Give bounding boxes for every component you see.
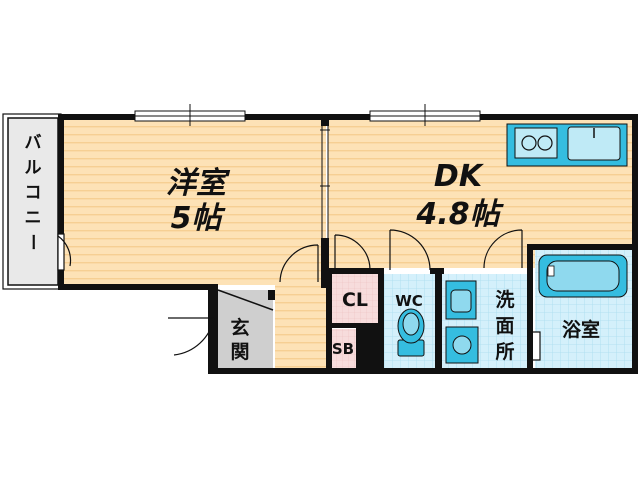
- western-room-size: 5帖: [171, 201, 227, 236]
- balcony-label: バ ル コ ニ ー: [22, 133, 42, 251]
- dk-name: DK: [434, 159, 485, 194]
- doors: [57, 229, 541, 361]
- svg-text:関: 関: [230, 341, 249, 363]
- washroom-label: 洗 面 所: [495, 288, 514, 363]
- svg-text:ニ: ニ: [25, 208, 42, 228]
- washing-machine-icon: [445, 326, 479, 364]
- hallway-floor: [275, 285, 330, 370]
- wc-label: WC: [395, 292, 423, 310]
- entrance: [217, 289, 274, 370]
- dk-size: 4.8帖: [415, 197, 504, 232]
- bathroom-label: 浴室: [562, 318, 600, 341]
- washbasin-icon: [445, 280, 477, 320]
- bathtub-icon: [538, 254, 628, 298]
- toilet-icon: [397, 308, 425, 357]
- closet-label: CL: [342, 289, 368, 311]
- western-room-floor: [64, 120, 326, 285]
- svg-text:所: 所: [495, 341, 514, 363]
- kitchen-counter-icon: [506, 123, 628, 167]
- svg-text:面: 面: [495, 315, 514, 337]
- balcony: [2, 113, 62, 290]
- western-room-name: 洋室: [166, 166, 231, 201]
- walls: [58, 114, 638, 374]
- closet-floor: [332, 274, 378, 324]
- sliding-partition: [320, 126, 330, 238]
- svg-text:洗: 洗: [495, 288, 514, 311]
- svg-text:コ: コ: [25, 183, 42, 203]
- shoe-box-label: SB: [332, 340, 354, 358]
- svg-text:ー: ー: [22, 234, 42, 251]
- svg-text:玄: 玄: [230, 316, 249, 339]
- entrance-label: 玄 関: [230, 316, 249, 363]
- svg-text:バ: バ: [25, 133, 42, 153]
- shoe-box-floor: [332, 329, 356, 369]
- windows: [134, 104, 481, 126]
- svg-text:ル: ル: [25, 158, 42, 178]
